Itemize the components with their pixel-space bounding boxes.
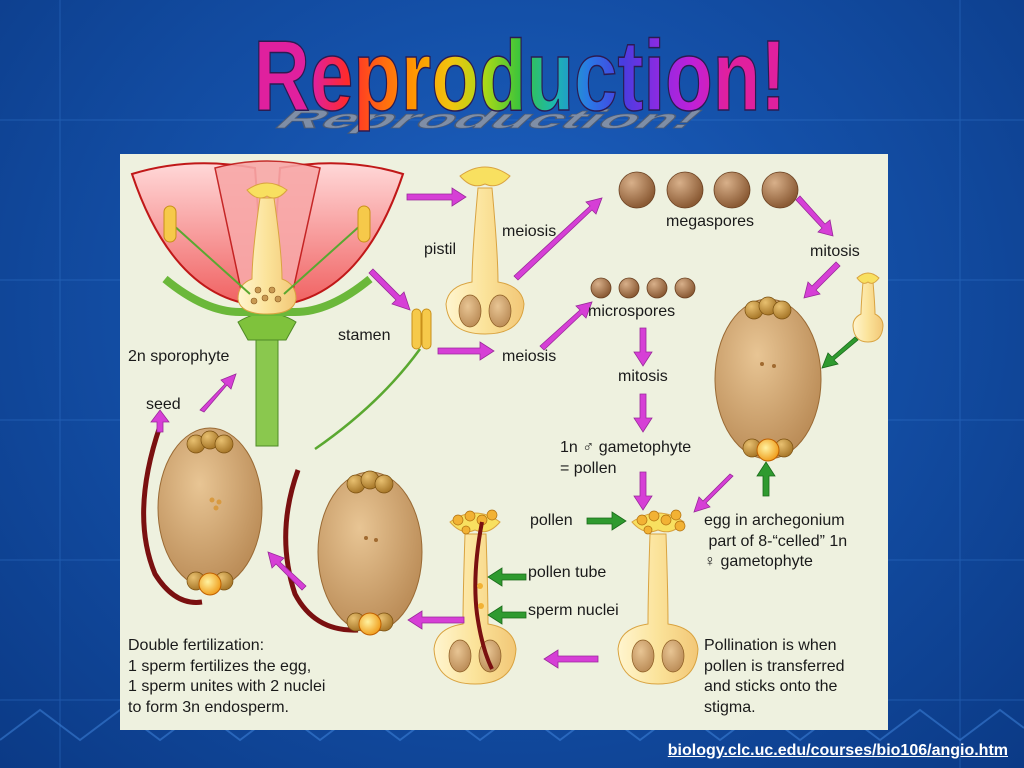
label-stamen: stamen	[338, 327, 391, 344]
arrow-stamen-to-meiosis	[437, 341, 495, 361]
arrow-flower-to-stamen	[368, 268, 411, 311]
arrow-pollen-tube-label	[487, 567, 527, 587]
anther-right	[357, 205, 371, 243]
label-double-fertilization: Double fertilization: 1 sperm fertilizes…	[128, 637, 326, 716]
stamen-illustration	[411, 308, 432, 350]
slide-title-area: Reproduction! Reproduction!	[0, 0, 1024, 150]
label-meiosis-mid: meiosis	[502, 348, 557, 365]
small-pistil-illustration	[852, 272, 884, 343]
flower-stigma	[246, 182, 288, 199]
label-mitosis-mid: mitosis	[618, 368, 668, 385]
slide-title-graphic: Reproduction! Reproduction!	[253, 20, 787, 134]
arrow-pollination-to-tube	[543, 649, 599, 669]
label-pistil: pistil	[424, 241, 457, 258]
microspores-illustration	[590, 277, 696, 299]
arrow-small-pistil-to-ovule	[821, 336, 859, 369]
label-pollen-tube: pollen tube	[528, 564, 607, 581]
label-megaspores: megaspores	[666, 213, 755, 230]
pollination-pistil-illustration	[617, 509, 699, 685]
arrow-meiosis-to-microspores	[539, 301, 593, 351]
label-seed: seed	[146, 396, 181, 413]
arrow-egg-up	[756, 461, 776, 497]
label-sporophyte: 2n sporophyte	[128, 348, 230, 365]
label-pollen: pollen	[530, 512, 573, 529]
arrow-ovule-to-pollination	[693, 473, 734, 513]
arrow-megaspores-to-mitosis	[795, 195, 834, 237]
pollen-tube-pistil-illustration	[433, 509, 517, 685]
flower-sporophyte	[130, 160, 422, 451]
label-sperm-nuclei: sperm nuclei	[528, 602, 619, 619]
arrow-mitosis-to-gametophyte	[803, 261, 841, 299]
stamen-filament-link	[314, 348, 422, 451]
label-microspores: microspores	[588, 303, 676, 320]
megaspores-illustration	[618, 171, 799, 209]
arrow-gametophyte-to-pollination	[633, 471, 653, 511]
arrow-seed-to-sporophyte	[199, 373, 237, 413]
label-egg-archegonium: egg in archegonium part of 8-“celled” 1n…	[704, 512, 848, 570]
arrow-pollen-to-stigma	[586, 511, 627, 531]
receptacle	[237, 312, 297, 341]
anther-left	[163, 205, 177, 243]
label-pollination: Pollination is when pollen is transferre…	[704, 637, 845, 716]
label-mitosis-right: mitosis	[810, 243, 860, 260]
pistil-illustration	[445, 166, 525, 335]
slide-title: Reproduction!	[254, 21, 787, 133]
arrow-flower-to-pistil	[406, 187, 467, 207]
seed-illustration	[141, 425, 263, 605]
angiosperm-life-cycle-diagram	[130, 160, 884, 685]
arrow-sperm-nuclei-label	[487, 605, 527, 625]
flower-stem	[255, 321, 279, 447]
pollen-tube-line	[473, 521, 494, 670]
green-arrows	[487, 336, 859, 625]
arrow-meiosis-to-megaspores	[513, 197, 603, 281]
arrow-fertilization-to-seed	[267, 551, 307, 591]
magenta-arrows	[150, 187, 841, 669]
arrow-seed-up	[150, 409, 170, 433]
source-link[interactable]: biology.clc.uc.edu/courses/bio106/angio.…	[667, 742, 1008, 759]
slide-title-shadow: Reproduction!	[266, 104, 714, 133]
label-meiosis-top: meiosis	[502, 223, 557, 240]
label-male-gametophyte: 1n ♂ gametophyte = pollen	[560, 439, 692, 477]
arrow-microspores-to-mitosis	[633, 327, 653, 367]
fertilized-ovule-illustration	[283, 469, 423, 636]
female-gametophyte-illustration	[714, 296, 822, 462]
reproduction-diagram-panel: pistil meiosis megaspores mitosis stamen…	[120, 154, 888, 730]
arrow-tube-to-fertilization	[407, 610, 465, 630]
flower-pistil	[237, 197, 297, 315]
arrow-mitosis-to-gametophyte-male	[633, 393, 653, 433]
